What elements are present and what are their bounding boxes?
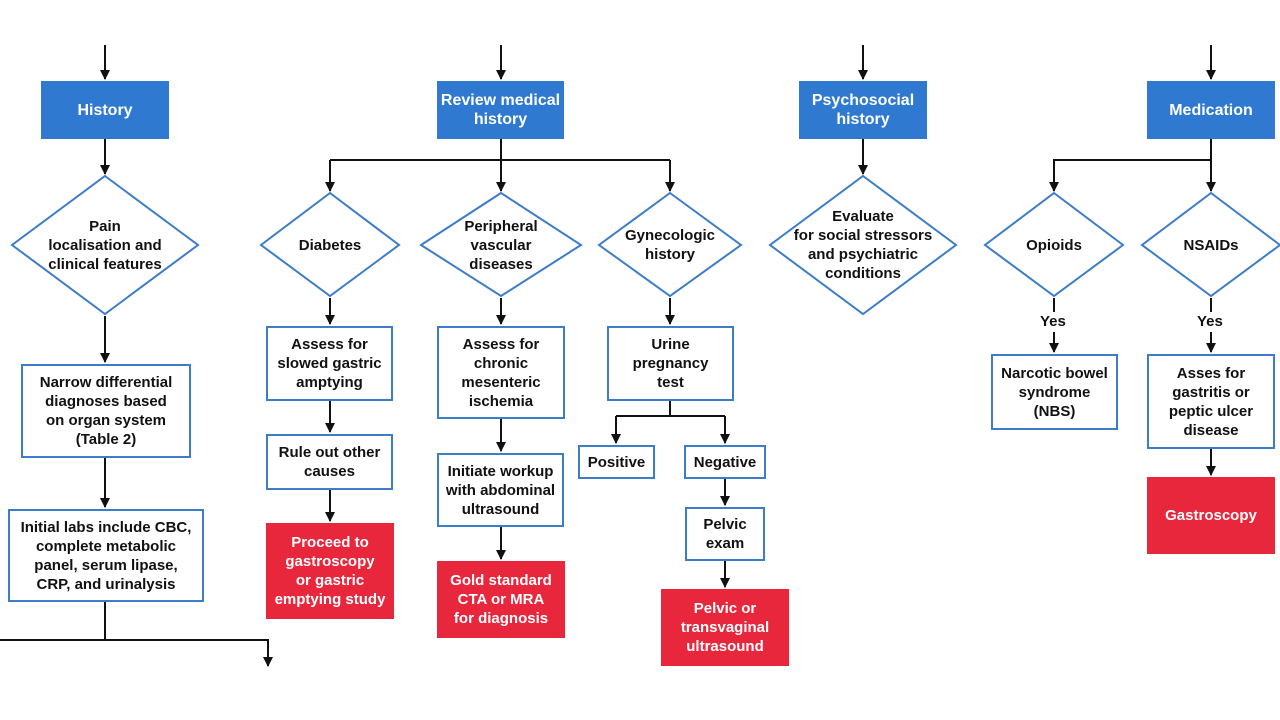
arrow-labs-out xyxy=(0,602,106,641)
opioids-diamond-text: Opioids xyxy=(1026,236,1082,254)
diabetes-diamond xyxy=(259,191,401,298)
diabetes-diamond-text: Diabetes xyxy=(298,236,362,254)
pvd-diamond xyxy=(419,191,583,298)
nsaids-diamond-text: NSAIDs xyxy=(1183,236,1239,254)
pelvic-exam-box: Pelvic exam xyxy=(685,507,765,561)
medication-header: Medication xyxy=(1147,81,1275,139)
pvd-diamond-text: Peripheral vascular diseases xyxy=(464,217,538,273)
narrow-differential-box: Narrow differential diagnoses based on o… xyxy=(21,364,191,458)
initial-labs-box: Initial labs include CBC, complete metab… xyxy=(8,509,204,602)
pain-diamond xyxy=(10,174,200,316)
pain-diamond-text: Pain localisation and clinical features xyxy=(48,217,162,273)
cta-mra-terminal: Gold standard CTA or MRA for diagnosis xyxy=(437,561,565,638)
medical-history-header: Review medical history xyxy=(437,81,564,139)
urine-pregnancy-box: Urine pregnancy test xyxy=(607,326,734,401)
rule-out-box: Rule out other causes xyxy=(266,434,393,490)
psychosocial-diamond xyxy=(768,174,958,316)
history-header: History xyxy=(41,81,169,139)
gyn-diamond xyxy=(597,191,743,298)
opioids-yes-label: Yes xyxy=(1040,313,1066,330)
abdominal-ultrasound-box: Initiate workup with abdominal ultrasoun… xyxy=(437,453,564,527)
positive-box: Positive xyxy=(578,445,655,479)
psychosocial-header: Psychosocial history xyxy=(799,81,927,139)
opioids-diamond xyxy=(983,191,1125,298)
gyn-diamond-text: Gynecologic history xyxy=(624,227,716,263)
gastroscopy-emptying-terminal: Proceed to gastroscopy or gastric emptyi… xyxy=(266,523,394,619)
nsaids-diamond xyxy=(1140,191,1280,298)
negative-box: Negative xyxy=(684,445,766,479)
nsaids-yes-label: Yes xyxy=(1197,313,1223,330)
transvaginal-ultrasound-terminal: Pelvic or transvaginal ultrasound xyxy=(661,589,789,666)
narcotic-bowel-box: Narcotic bowel syndrome (NBS) xyxy=(991,354,1118,430)
arrow-labs-exit xyxy=(105,639,273,667)
mesenteric-ischemia-box: Assess for chronic mesenteric ischemia xyxy=(437,326,565,419)
psychosocial-diamond-text: Evaluate for social stressors and psychi… xyxy=(793,208,933,282)
slowed-gastric-box: Assess for slowed gastric amptying xyxy=(266,326,393,401)
gastroscopy-terminal: Gastroscopy xyxy=(1147,477,1275,554)
gastritis-box: Asses for gastritis or peptic ulcer dise… xyxy=(1147,354,1275,449)
